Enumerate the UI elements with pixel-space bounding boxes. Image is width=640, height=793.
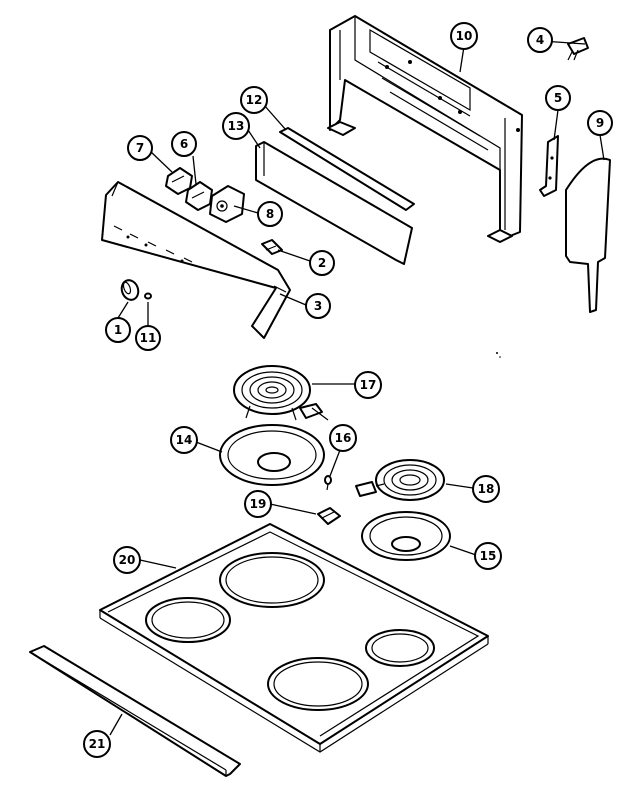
svg-text:4: 4 <box>536 33 544 47</box>
svg-text:12: 12 <box>246 93 263 107</box>
callout: 8 <box>257 201 283 227</box>
svg-text:15: 15 <box>480 549 497 563</box>
callout: 7 <box>127 135 153 161</box>
callout: 2 <box>309 250 335 276</box>
screw <box>567 37 589 61</box>
svg-text:13: 13 <box>228 119 245 133</box>
svg-text:6: 6 <box>180 137 188 151</box>
callout: 16 <box>329 424 357 452</box>
callout: 5 <box>545 85 571 111</box>
svg-text:1: 1 <box>114 323 122 337</box>
callout: 17 <box>354 371 382 399</box>
infinite-switch <box>209 185 245 223</box>
callout: 18 <box>472 475 500 503</box>
svg-text:5: 5 <box>554 91 562 105</box>
callout: 19 <box>244 490 272 518</box>
callout: 3 <box>305 293 331 319</box>
callout: 6 <box>171 131 197 157</box>
mounting-screw <box>324 475 332 491</box>
large-drip-pan <box>219 424 325 486</box>
end-cap <box>565 157 611 313</box>
svg-text:21: 21 <box>89 737 106 751</box>
callout: 13 <box>222 112 250 140</box>
svg-text:7: 7 <box>136 141 144 155</box>
svg-text:18: 18 <box>478 482 495 496</box>
callout: 10 <box>450 22 478 50</box>
callout: 11 <box>135 325 161 351</box>
svg-text:14: 14 <box>176 433 193 447</box>
switch <box>185 181 213 211</box>
svg-text:17: 17 <box>360 378 377 392</box>
svg-text:8: 8 <box>266 207 274 221</box>
backguard-glass-panel <box>255 141 413 265</box>
svg-text:19: 19 <box>250 497 267 511</box>
svg-text:2: 2 <box>318 256 326 270</box>
front-trim-strip <box>29 645 241 777</box>
svg-text:16: 16 <box>335 431 352 445</box>
main-cooktop <box>99 523 489 753</box>
backguard-frame <box>327 15 523 243</box>
clip <box>261 239 283 255</box>
terminal-block <box>317 507 341 525</box>
svg-text:11: 11 <box>140 331 157 345</box>
svg-text:3: 3 <box>314 299 322 313</box>
knob-insert <box>144 292 152 300</box>
callout: 1 <box>105 317 131 343</box>
callout: 21 <box>83 730 111 758</box>
callout: 9 <box>587 110 613 136</box>
callout: 15 <box>474 542 502 570</box>
callout: 14 <box>170 426 198 454</box>
small-drip-pan <box>361 511 451 561</box>
callout: 20 <box>113 546 141 574</box>
small-surface-element <box>355 459 445 501</box>
svg-text:9: 9 <box>596 116 604 130</box>
callout: 4 <box>527 27 553 53</box>
control-knob <box>120 279 140 301</box>
large-surface-element <box>233 365 329 421</box>
callout: 12 <box>240 86 268 114</box>
svg-text:10: 10 <box>456 29 473 43</box>
svg-text:20: 20 <box>119 553 136 567</box>
control-panel <box>101 181 291 339</box>
side-bracket <box>539 135 559 197</box>
